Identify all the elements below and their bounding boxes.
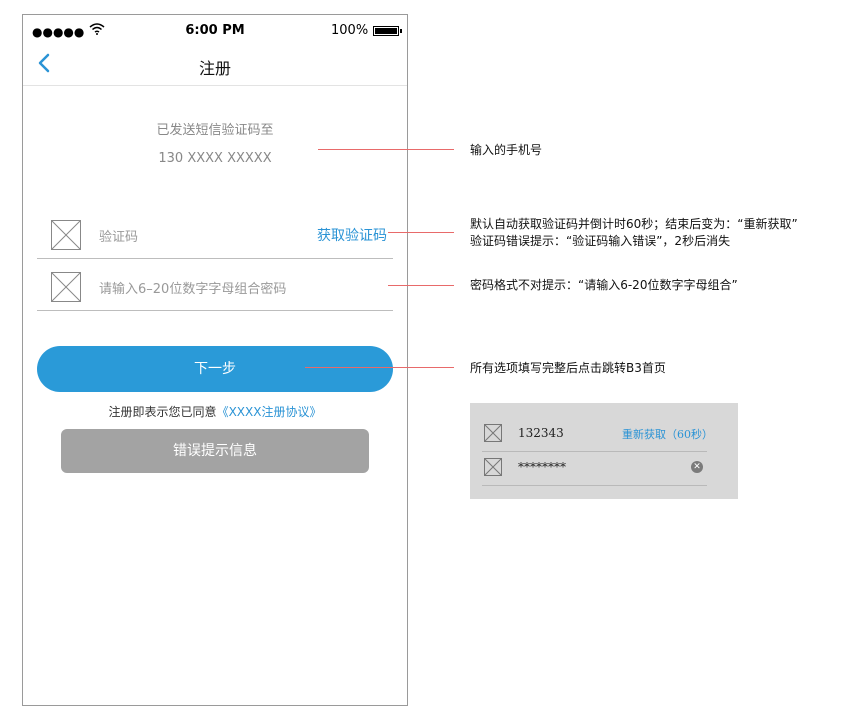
- phone-frame: ●●●●● 6:00 PM 100% 注册 已发送短信验证码至 130 XXXX…: [22, 14, 408, 706]
- status-time: 6:00 PM: [185, 23, 245, 38]
- inset-retry-button: 重新获取（60秒）: [622, 428, 713, 441]
- image-placeholder-icon: [51, 272, 81, 302]
- nav-bar: 注册: [23, 45, 407, 86]
- annotation-line-code: [388, 232, 454, 233]
- annotation-line-password: [388, 285, 454, 286]
- annotation-line-next: [305, 367, 454, 368]
- inset-code-value: 132343: [518, 426, 564, 440]
- signal-icon: ●●●●●: [32, 25, 85, 39]
- code-input-row[interactable]: 验证码 获取验证码: [37, 212, 393, 259]
- note-code-1: 默认自动获取验证码并倒计时60秒；结束后变为：“重新获取”: [470, 217, 798, 231]
- get-code-button[interactable]: 获取验证码: [317, 228, 387, 244]
- wifi-icon: [89, 23, 105, 35]
- note-next: 所有选项填写完整后点击跳转B3首页: [470, 361, 666, 375]
- page-title: 注册: [198, 59, 231, 78]
- battery-icon: [373, 26, 402, 36]
- battery-percent: 100%: [331, 23, 369, 38]
- phone-number: 130 XXXX XXXXX: [158, 151, 272, 166]
- image-placeholder-icon: [51, 220, 81, 250]
- status-bar: ●●●●● 6:00 PM 100%: [23, 15, 407, 45]
- chevron-left-icon[interactable]: [33, 49, 57, 77]
- inset-state-mock: 132343 重新获取（60秒） ******** ✕: [470, 403, 738, 499]
- sms-sent-label: 已发送短信验证码至: [156, 123, 274, 138]
- password-input-row[interactable]: 请输入6–20位数字字母组合密码: [37, 264, 393, 311]
- clear-icon: ✕: [691, 461, 703, 473]
- password-input[interactable]: 请输入6–20位数字字母组合密码: [99, 282, 287, 297]
- code-input[interactable]: 验证码: [99, 230, 139, 245]
- inset-code-row: 132343 重新获取（60秒）: [482, 417, 713, 452]
- note-phone: 输入的手机号: [470, 143, 543, 157]
- agreement-link[interactable]: 《XXXX注册协议》: [216, 405, 322, 419]
- agreement-prefix: 注册即表示您已同意: [108, 405, 217, 419]
- annotation-line-phone: [318, 149, 454, 150]
- next-button[interactable]: 下一步: [37, 346, 393, 392]
- note-code-2: 验证码错误提示：“验证码输入错误”，2秒后消失: [470, 234, 731, 248]
- image-placeholder-icon: [484, 424, 502, 442]
- note-password: 密码格式不对提示：“请输入6-20位数字字母组合”: [470, 278, 738, 292]
- image-placeholder-icon: [484, 458, 502, 476]
- inset-password-value: ********: [518, 460, 566, 474]
- agreement-text: 注册即表示您已同意《XXXX注册协议》: [23, 403, 407, 420]
- inset-password-row: ******** ✕: [482, 451, 707, 486]
- error-message-box: 错误提示信息: [61, 429, 369, 473]
